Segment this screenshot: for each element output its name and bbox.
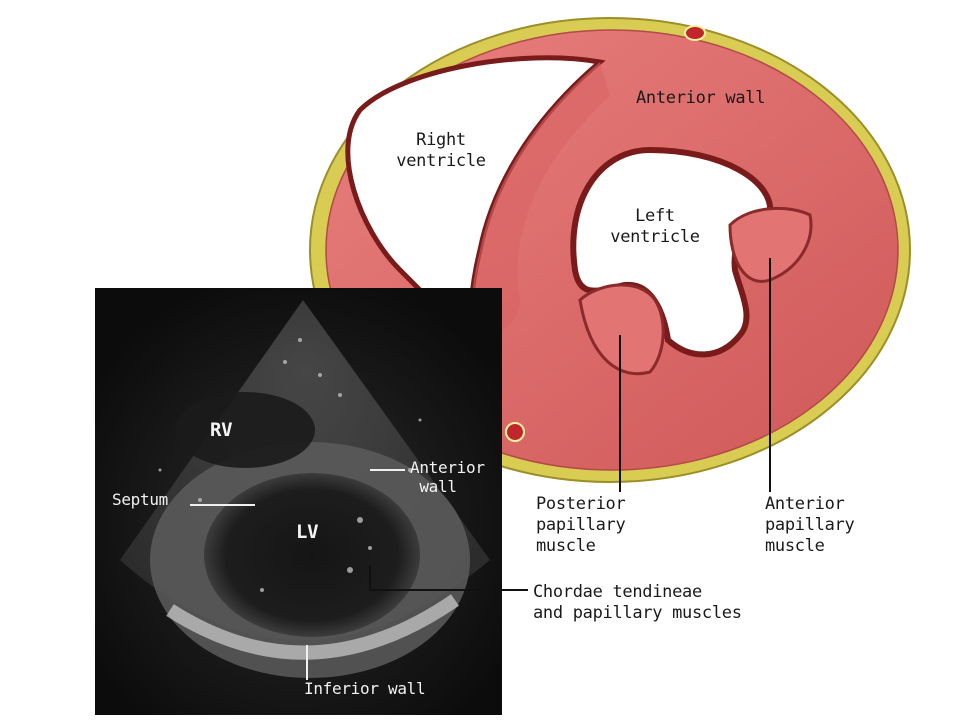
echo-speckle — [158, 338, 422, 592]
label-rv: RV — [210, 419, 233, 441]
label-anterior-papillary-muscle: Anterior papillary muscle — [765, 494, 855, 556]
label-lv: LV — [296, 521, 319, 543]
anterior-papillary-muscle-shape — [728, 206, 813, 283]
label-inferior-wall: Inferior wall — [304, 679, 426, 698]
echo-leader-lines — [190, 469, 405, 680]
label-posterior-papillary-muscle: Posterior papillary muscle — [536, 494, 626, 556]
label-right-ventricle: Right ventricle — [396, 130, 486, 171]
label-septum: Septum — [112, 490, 168, 509]
echo-lv-cavity — [204, 473, 420, 637]
echo-inferior-arc — [166, 594, 459, 660]
label-anterior-wall-heart: Anterior wall — [636, 88, 766, 108]
posterior-papillary-muscle-shape — [578, 283, 665, 376]
label-chordae-tendineae: Chordae tendineae and papillary muscles — [533, 582, 742, 623]
label-anterior-wall-echo: Anterior wall — [410, 458, 485, 496]
label-left-ventricle: Left ventricle — [610, 206, 700, 247]
echo-rv-cavity — [175, 392, 315, 468]
septum-band — [470, 62, 610, 345]
leader-lines — [369, 258, 771, 591]
